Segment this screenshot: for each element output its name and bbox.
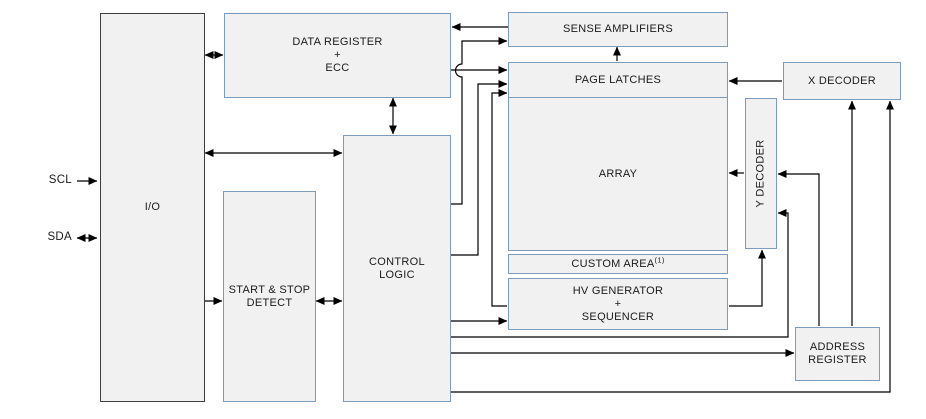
block-sense-amplifiers-label: SENSE AMPLIFIERS: [563, 23, 673, 35]
sda-pin-label: SDA: [47, 231, 72, 243]
wire-controllogic-xdecoder: [451, 100, 894, 393]
block-array-label: ARRAY: [598, 167, 638, 180]
wire-controllogic-pagelatches: [451, 80, 508, 256]
block-hv-generator-label: HV GENERATOR + SEQUENCER: [572, 284, 664, 323]
custom-area-footnote: (1): [654, 254, 665, 264]
block-start-stop-detect: START & STOP DETECT: [223, 191, 316, 402]
scl-pin-label: SCL: [48, 174, 72, 186]
block-page-latches-label: PAGE LATCHES: [574, 73, 662, 86]
wire-hvgenerator-pagelatches: [491, 89, 508, 307]
block-custom-area: CUSTOM AREA(1): [508, 254, 728, 274]
block-y-decoder: Y DECODER: [745, 98, 777, 249]
block-y-decoder-label: Y DECODER: [754, 139, 767, 208]
block-sense-amplifiers: SENSE AMPLIFIERS: [508, 12, 728, 47]
wire-controllogic-senseamps: [451, 37, 508, 205]
block-start-stop-detect-label: START & STOP DETECT: [228, 283, 311, 309]
block-address-register: ADDRESS REGISTER: [795, 327, 880, 381]
block-data-register: DATA REGISTER + ECC: [224, 13, 451, 98]
wire-hvgenerator-ydecoder: [729, 249, 766, 307]
block-control-logic-label: CONTROL LOGIC: [369, 255, 425, 281]
block-x-decoder: X DECODER: [783, 62, 901, 100]
block-hv-generator: HV GENERATOR + SEQUENCER: [508, 278, 728, 330]
block-x-decoder-label: X DECODER: [807, 74, 877, 87]
block-control-logic: CONTROL LOGIC: [343, 135, 451, 402]
wire-addressregister-ydecoder: [777, 170, 820, 326]
block-array: ARRAY: [508, 97, 728, 251]
block-data-register-label: DATA REGISTER + ECC: [292, 36, 383, 74]
wire-controllogic-ydecoder: [451, 209, 789, 338]
block-io: I/O: [100, 13, 205, 402]
block-page-latches: PAGE LATCHES: [508, 62, 728, 98]
block-address-register-label: ADDRESS REGISTER: [808, 341, 867, 366]
block-io-label: I/O: [144, 201, 161, 213]
block-custom-area-label: CUSTOM AREA(1): [571, 254, 665, 270]
